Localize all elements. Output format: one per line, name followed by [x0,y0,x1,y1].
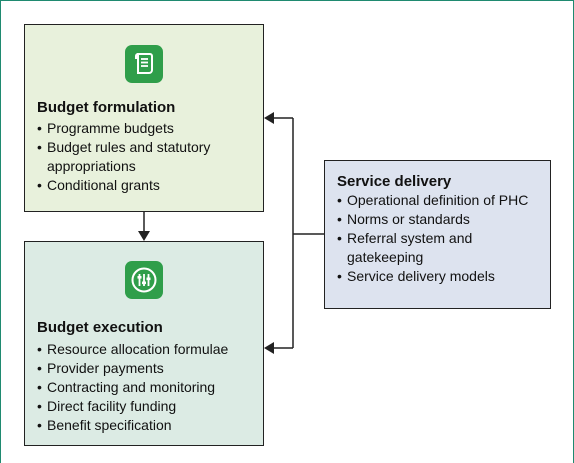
service-delivery-list: Operational definition of PHC Norms or s… [337,191,545,286]
budget-formulation-list: Programme budgets Budget rules and statu… [37,119,259,195]
list-item: Referral system and gatekeeping [337,229,545,267]
list-item: Benefit specification [37,416,259,435]
list-item: Service delivery models [337,267,545,286]
budget-formulation-box: Budget formulation Programme budgets Bud… [24,24,264,212]
list-item: Budget rules and statutory appropriation… [37,138,259,176]
arrowhead-left-top [264,112,274,124]
sliders-icon [125,261,163,299]
list-item: Norms or standards [337,210,545,229]
service-delivery-title: Service delivery [337,173,452,190]
budget-execution-title: Budget execution [37,319,163,336]
list-item: Provider payments [37,359,259,378]
arrowhead-left-bottom [264,342,274,354]
budget-execution-box: Budget execution Resource allocation for… [24,241,264,446]
list-item: Direct facility funding [37,397,259,416]
document-scroll-icon [125,45,163,83]
list-item: Resource allocation formulae [37,340,259,359]
budget-formulation-title: Budget formulation [37,99,176,116]
list-item: Contracting and monitoring [37,378,259,397]
arrowhead-down [138,231,150,241]
service-delivery-box: Service delivery Operational definition … [324,160,551,309]
budget-execution-list: Resource allocation formulae Provider pa… [37,340,259,435]
list-item: Programme budgets [37,119,259,138]
list-item: Conditional grants [37,176,259,195]
list-item: Operational definition of PHC [337,191,545,210]
